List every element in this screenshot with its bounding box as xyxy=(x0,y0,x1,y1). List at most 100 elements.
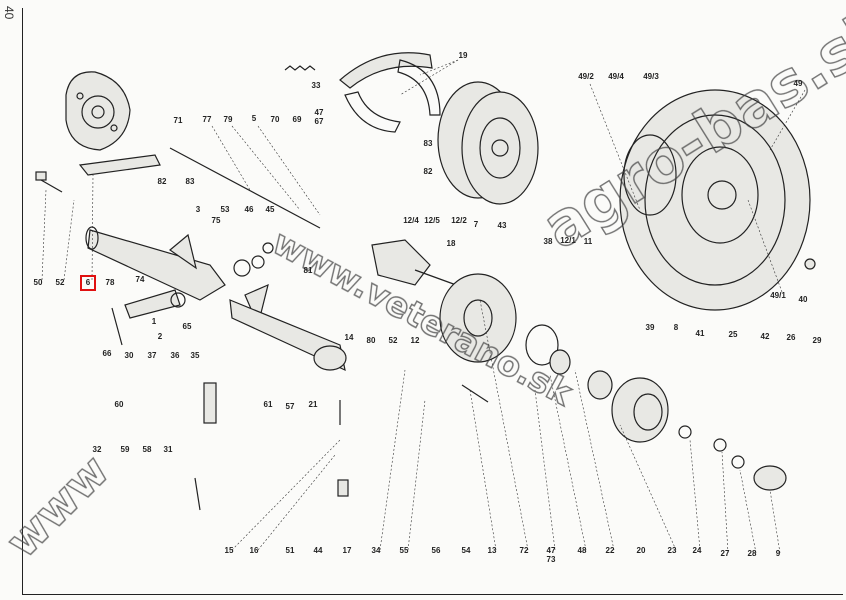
page-border xyxy=(22,8,843,595)
callout-label: 12/2 xyxy=(451,216,467,225)
callout-label: 7 xyxy=(474,220,479,229)
leader-lines xyxy=(41,59,806,554)
callout-label: 54 xyxy=(462,546,471,555)
brake-shoes xyxy=(339,52,441,133)
highlight-box xyxy=(80,275,96,291)
callout-label: 60 xyxy=(115,400,124,409)
callout-label: 3 xyxy=(196,205,201,214)
callout-label: 34 xyxy=(372,546,381,555)
callout-label: 41 xyxy=(696,329,705,338)
washer xyxy=(251,255,265,269)
callout-label: 50 xyxy=(34,278,43,287)
callout-label: 56 xyxy=(432,546,441,555)
callout-label: 48 xyxy=(578,546,587,555)
callout-label: 83 xyxy=(186,177,195,186)
callout-label: 12/4 xyxy=(403,216,419,225)
callout-label: 49 xyxy=(794,79,803,88)
callout-label: 73 xyxy=(547,555,556,564)
callout-label: 13 xyxy=(488,546,497,555)
callout-label: 74 xyxy=(136,275,145,284)
callout-label: 58 xyxy=(143,445,152,454)
callout-label: 24 xyxy=(693,546,702,555)
washer xyxy=(233,259,251,277)
callout-label: 65 xyxy=(183,322,192,331)
callout-label: 51 xyxy=(286,546,295,555)
steering-knuckle xyxy=(371,239,471,291)
beam-end xyxy=(313,345,347,371)
callout-label: 19 xyxy=(459,51,468,60)
callout-label: 46 xyxy=(245,205,254,214)
nut xyxy=(731,455,745,469)
callout-label: 15 xyxy=(225,546,234,555)
callout-label: 75 xyxy=(212,216,221,225)
callout-label: 49/2 xyxy=(578,72,594,81)
callout-label: 43 xyxy=(498,221,507,230)
bearing-outer xyxy=(587,370,613,400)
callout-label: 31 xyxy=(164,445,173,454)
callout-label: 66 xyxy=(103,349,112,358)
spring xyxy=(284,65,316,71)
callout-label: 59 xyxy=(121,445,130,454)
bolt-13 xyxy=(461,384,489,403)
nut xyxy=(713,438,727,452)
callout-label: 23 xyxy=(668,546,677,555)
callout-label: 26 xyxy=(787,333,796,342)
callout-label: 69 xyxy=(293,115,302,124)
seal xyxy=(525,324,559,366)
wheel-hub xyxy=(611,377,669,443)
callout-label: 30 xyxy=(125,351,134,360)
callout-label: 47 xyxy=(547,546,556,555)
callout-label: 11 xyxy=(584,237,593,246)
plug-40 xyxy=(804,258,816,270)
callout-label: 83 xyxy=(424,139,433,148)
spring-17 xyxy=(337,479,349,497)
brake-backing-plate xyxy=(65,71,131,151)
callout-label: 82 xyxy=(158,177,167,186)
callout-label: 49/3 xyxy=(643,72,659,81)
callout-label: 14 xyxy=(345,333,354,342)
callout-label: 55 xyxy=(400,546,409,555)
rod-31 xyxy=(194,477,201,511)
king-pin xyxy=(124,289,181,319)
callout-label: 42 xyxy=(761,332,770,341)
callout-label: 20 xyxy=(637,546,646,555)
callout-label: 45 xyxy=(266,205,275,214)
callout-label: 61 xyxy=(264,400,273,409)
callout-label: 72 xyxy=(520,546,529,555)
callout-label: 49/4 xyxy=(608,72,624,81)
callout-label: 78 xyxy=(106,278,115,287)
callout-label: 16 xyxy=(250,546,259,555)
callout-label: 33 xyxy=(312,81,321,90)
callout-label: 52 xyxy=(56,278,65,287)
svg-text:www: www xyxy=(0,445,119,567)
tie-rod xyxy=(169,147,321,229)
callout-label: 77 xyxy=(203,115,212,124)
rod-66 xyxy=(111,307,123,346)
callout-label: 22 xyxy=(606,546,615,555)
callout-label: 21 xyxy=(309,400,318,409)
callout-label: 17 xyxy=(343,546,352,555)
callout-label: 27 xyxy=(721,549,730,558)
callout-label: 82 xyxy=(424,167,433,176)
callout-label: 49/1 xyxy=(770,291,786,300)
callout-label: 37 xyxy=(148,351,157,360)
callout-label: 6 xyxy=(86,278,91,287)
callout-label: 32 xyxy=(93,445,102,454)
callout-label: 36 xyxy=(171,351,180,360)
bearing-inner xyxy=(549,349,571,375)
callout-label: 28 xyxy=(748,549,757,558)
callout-label: 47 xyxy=(315,108,324,117)
lever-arm xyxy=(78,154,161,176)
callout-label: 12/1 xyxy=(560,236,576,245)
grease-cylinder xyxy=(203,382,217,424)
callout-label: 67 xyxy=(315,117,324,126)
callout-label: 39 xyxy=(646,323,655,332)
callout-label: 29 xyxy=(813,336,822,345)
callout-label: 53 xyxy=(221,205,230,214)
callout-label: 38 xyxy=(544,237,553,246)
washer xyxy=(262,242,274,254)
callout-label: 80 xyxy=(367,336,376,345)
